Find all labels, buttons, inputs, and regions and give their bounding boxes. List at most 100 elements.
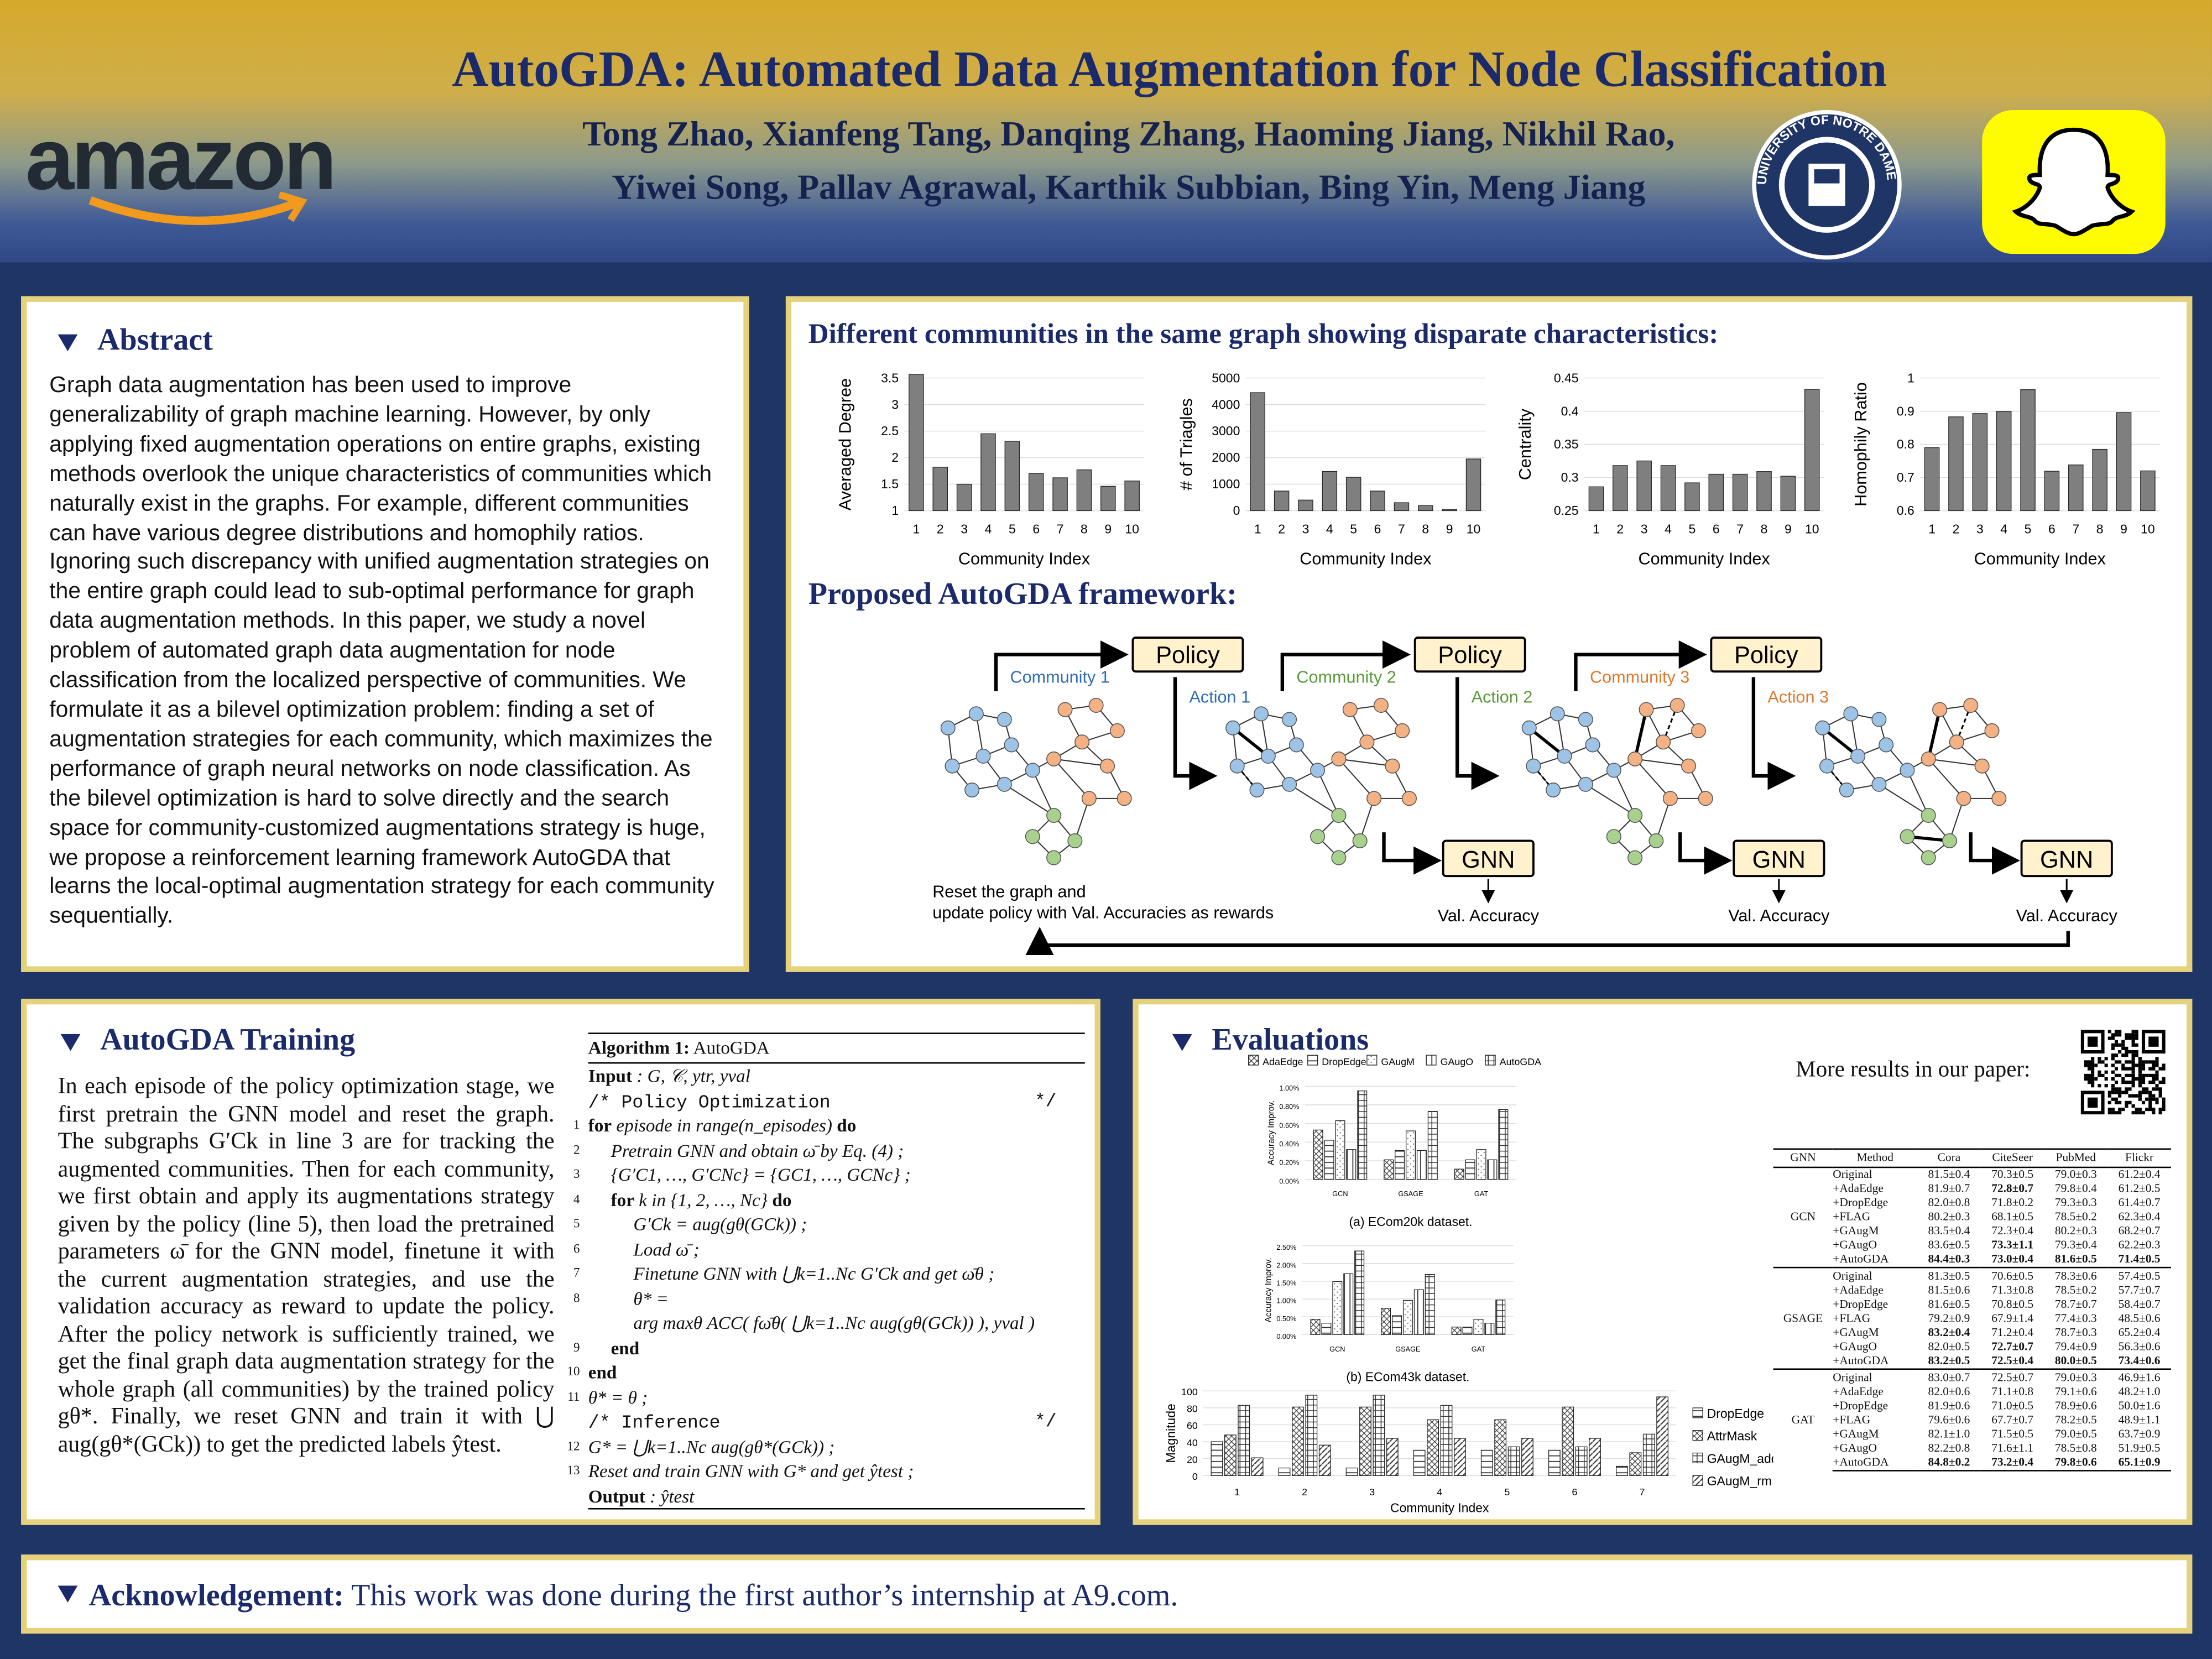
- graph-node: [1260, 748, 1276, 764]
- legend-swatch: [1692, 1430, 1703, 1441]
- bar-gaugo-GCN: [1343, 1273, 1354, 1335]
- comment-end: */: [1034, 1089, 1057, 1111]
- bar-centrality-3: [1636, 460, 1652, 512]
- qr-module: [2141, 1060, 2146, 1064]
- collapse-triangle-icon[interactable]: [60, 1034, 81, 1051]
- abstract-panel: Abstract Graph data augmentation has bee…: [21, 296, 749, 972]
- graph-node: [1879, 737, 1894, 753]
- collapse-triangle-icon[interactable]: [58, 334, 78, 352]
- line-number: 7: [573, 1265, 580, 1280]
- algorithm-line: Output : ŷtest: [588, 1483, 1085, 1508]
- bar-dropedge-4: [1413, 1449, 1426, 1476]
- keyword: end: [588, 1361, 617, 1383]
- qr-module: [2152, 1108, 2156, 1112]
- qr-module: [2135, 1063, 2138, 1067]
- qr-module: [2141, 1111, 2146, 1115]
- y-axis-label: Accuracy Improv.: [1267, 1100, 1276, 1165]
- qr-module: [2125, 1060, 2128, 1064]
- statement: G* = ⋃k=1..Nc aug(gθ*(GCk)) ;: [588, 1435, 835, 1457]
- qr-module: [2155, 1087, 2159, 1091]
- graph-node: [1352, 833, 1368, 848]
- qr-module: [2148, 1081, 2152, 1084]
- qr-module: [2125, 1046, 2128, 1050]
- poster-header: amazon AutoGDA: Automated Data Augmentat…: [0, 0, 2212, 263]
- bar-gaugm-add-4: [1440, 1405, 1453, 1476]
- bar-gaugm-GAT: [1476, 1149, 1486, 1180]
- graph-node: [1991, 791, 2007, 806]
- collapse-triangle-icon[interactable]: [58, 1585, 78, 1603]
- qr-module: [2101, 1073, 2105, 1077]
- qr-module: [2118, 1050, 2122, 1054]
- qr-module: [2155, 1100, 2159, 1104]
- qr-module: [2148, 1094, 2152, 1098]
- graph-node: [1550, 706, 1565, 722]
- result-cell: 71.3±0.8: [1991, 1284, 2034, 1297]
- qr-module: [2138, 1060, 2142, 1064]
- result-cell: 73.3±1.1: [1991, 1238, 2034, 1251]
- chart-caption: (a) ECom20k dataset.: [1349, 1214, 1472, 1229]
- qr-module: [2111, 1097, 2115, 1101]
- y-tick-label: 0: [1192, 1471, 1198, 1482]
- x-tick-label: 2: [1953, 521, 1960, 536]
- result-cell: 79.8±0.6: [2044, 1455, 2108, 1472]
- qr-module: [2125, 1087, 2128, 1091]
- qr-code-icon[interactable]: [2080, 1030, 2166, 1115]
- collapse-triangle-icon[interactable]: [1172, 1034, 1192, 1051]
- bar-gaugm-rm-6: [1589, 1438, 1601, 1476]
- x-tick-label: GAT: [1472, 1345, 1485, 1353]
- bar-homophily-ratio-1: [1924, 447, 1940, 512]
- x-tick-label: GSAGE: [1398, 1190, 1423, 1198]
- qr-module: [2114, 1043, 2119, 1047]
- qr-module: [2135, 1050, 2138, 1054]
- bar-averaged-degree-5: [1004, 441, 1020, 512]
- x-tick-label: 6: [2048, 521, 2056, 536]
- line-number: 4: [573, 1191, 580, 1206]
- qr-finder: [2087, 1036, 2098, 1047]
- chart-caption: (b) ECom43k dataset.: [1346, 1369, 1469, 1384]
- y-tick-label: 2.5: [881, 424, 899, 438]
- x-tick-label: 3: [1976, 521, 1984, 536]
- evaluation-charts: 0.00%0.20%0.40%0.60%0.80%1.00%Accuracy I…: [1164, 1055, 1773, 1515]
- statement: {G′C1, …, G′CNc} = {GC1, …, GCNc} ;: [611, 1164, 911, 1185]
- result-cell: 79.6±0.6: [1928, 1413, 1970, 1427]
- qr-module: [2138, 1070, 2142, 1074]
- legend-label: DropEdge: [1707, 1406, 1764, 1421]
- qr-module: [2131, 1057, 2135, 1061]
- result-cell: 62.3±0.4: [2118, 1210, 2161, 1223]
- bar-adaedge-GCN: [1313, 1129, 1323, 1180]
- qr-module: [2114, 1067, 2119, 1071]
- bar-averaged-degree-2: [932, 467, 948, 512]
- bar-homophily-ratio-5: [2020, 389, 2036, 512]
- qr-module: [2121, 1043, 2125, 1047]
- gnn-box: GNN: [1733, 839, 1825, 878]
- qr-module: [2155, 1077, 2159, 1081]
- line-number: 2: [573, 1142, 580, 1156]
- result-cell: 78.7±0.7: [2054, 1297, 2097, 1311]
- result-cell: 73.2±0.4: [1980, 1455, 2044, 1472]
- y-tick-label: 0.80%: [1279, 1103, 1299, 1111]
- training-text: In each episode of the policy optimizati…: [58, 1072, 555, 1457]
- action-arrow: [1173, 677, 1218, 790]
- qr-module: [2131, 1040, 2135, 1044]
- legend-label: AdaEdge: [1262, 1056, 1303, 1067]
- qr-module: [2138, 1091, 2142, 1094]
- result-cell: 79.0±0.3: [2054, 1168, 2097, 1181]
- qr-module: [2084, 1060, 2088, 1064]
- legend-label: AttrMask: [1707, 1429, 1757, 1443]
- qr-module: [2141, 1063, 2146, 1067]
- bar--of-triagles-8: [1418, 505, 1433, 512]
- graph-node: [1949, 734, 1964, 750]
- x-tick-label: 8: [1081, 521, 1088, 536]
- statement: Reset and train GNN with G* and get ŷtes…: [588, 1460, 914, 1481]
- qr-module: [2107, 1100, 2111, 1104]
- qr-module: [2138, 1057, 2142, 1061]
- x-tick-label: 6: [1572, 1486, 1577, 1498]
- qr-module: [2155, 1084, 2159, 1088]
- feedback-arrow: [1025, 927, 2070, 956]
